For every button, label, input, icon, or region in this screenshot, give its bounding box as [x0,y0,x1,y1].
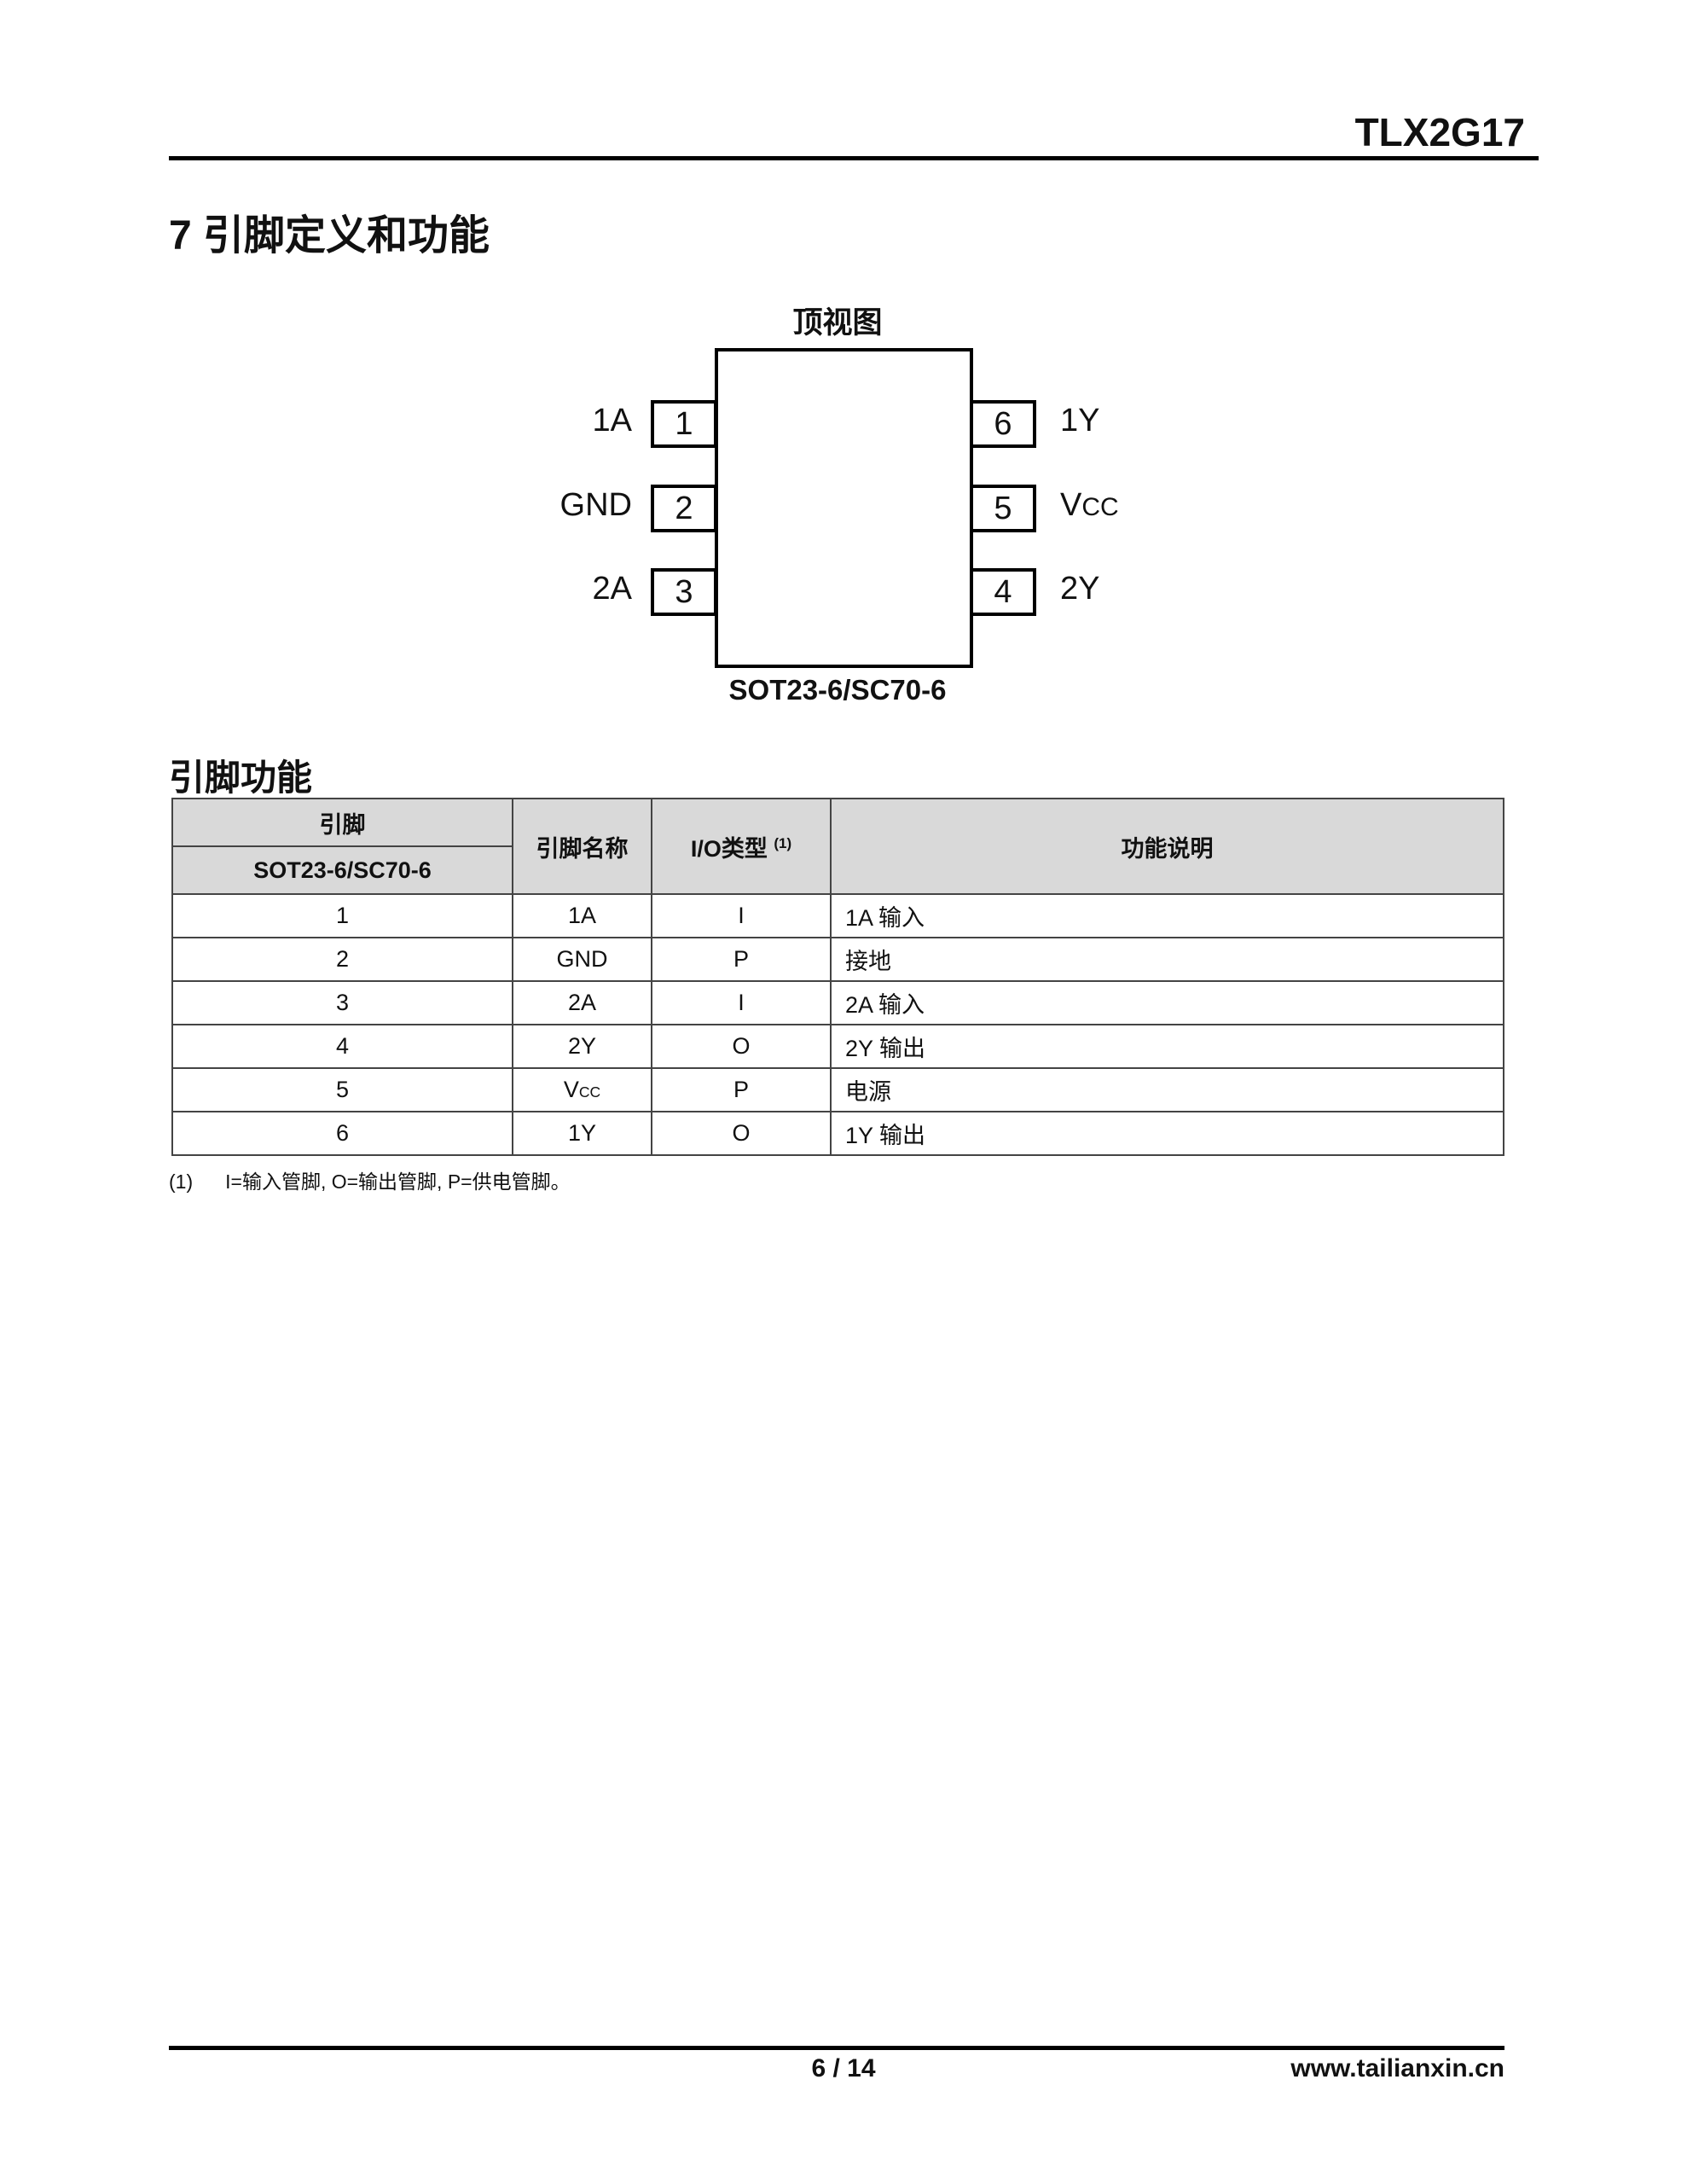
pin-label-1a: 1A [592,403,632,439]
pin-label-gnd: GND [559,487,632,523]
cell-pin: 3 [171,980,513,1025]
header-desc: 功能说明 [830,798,1504,895]
pin-box-5: 5 [970,485,1036,532]
cell-name: GND [512,937,652,982]
header-pin: 引脚 [171,798,513,847]
header-io-text: I/O类型 [690,835,768,862]
footnote-text: I=输入管脚, O=输出管脚, P=供电管脚。 [225,1170,571,1193]
pin-name: 1A [567,903,597,928]
pin-function-table: 引脚 引脚名称 I/O类型 (1) 功能说明 SOT23-6/SC70-6 1 … [171,798,1504,1156]
pin-name: V [1060,487,1082,523]
table-row: 2 GND P 接地 [171,937,1504,982]
pin-label-2y: 2Y [1060,571,1100,607]
pin-box-3: 3 [651,568,717,616]
cell-pin: 5 [171,1067,513,1112]
header-io: I/O类型 (1) [651,798,832,895]
cell-io: I [651,893,832,938]
pin-label-2a: 2A [592,571,632,607]
cell-desc: 电源 [830,1067,1504,1112]
package-label: SOT23-6/SC70-6 [728,674,947,706]
pin-name: 2A [567,990,597,1015]
pin-label-vcc: VCC [1060,487,1119,524]
pin-subscript: CC [1081,493,1119,521]
pin-name: GND [556,946,608,972]
table-row: 1 1A I 1A 输入 [171,893,1504,938]
page-number: 6 / 14 [811,2054,876,2082]
cell-pin: 2 [171,937,513,982]
cell-name: 2A [512,980,652,1025]
cell-name: VCC [512,1067,652,1112]
pin-name: V [563,1077,579,1102]
chip-body [715,348,973,668]
pin-box-6: 6 [970,400,1036,448]
cell-io: O [651,1111,832,1156]
header-package: SOT23-6/SC70-6 [171,845,513,895]
cell-pin: 6 [171,1111,513,1156]
footnote-ref: (1) [774,834,792,851]
cell-desc: 1A 输入 [830,893,1504,938]
cell-io: I [651,980,832,1025]
cell-io: P [651,1067,832,1112]
footer-divider [169,2046,1504,2050]
cell-pin: 1 [171,893,513,938]
header-title: TLX2G17 [1354,110,1525,154]
cell-io: O [651,1024,832,1069]
cell-name: 2Y [512,1024,652,1069]
cell-io: P [651,937,832,982]
pin-name: 1Y [1060,403,1100,439]
cell-desc: 2Y 输出 [830,1024,1504,1069]
table-row: 5 VCC P 电源 [171,1067,1504,1112]
table-row: 3 2A I 2A 输入 [171,980,1504,1025]
pin-box-1: 1 [651,400,717,448]
cell-pin: 4 [171,1024,513,1069]
cell-name: 1Y [512,1111,652,1156]
table-row: 4 2Y O 2Y 输出 [171,1024,1504,1069]
header-divider [169,156,1539,160]
pin-box-2: 2 [651,485,717,532]
pin-name: 2Y [567,1033,597,1059]
cell-name: 1A [512,893,652,938]
header-name: 引脚名称 [512,798,652,895]
pin-label-1y: 1Y [1060,403,1099,439]
website-link[interactable]: www.tailianxin.cn [1290,2054,1504,2082]
top-view-label: 顶视图 [792,306,883,340]
pin-box-4: 4 [970,568,1036,616]
pin-name: 1Y [567,1120,597,1146]
cell-desc: 2A 输入 [830,980,1504,1025]
cell-desc: 接地 [830,937,1504,982]
cell-desc: 1Y 输出 [830,1111,1504,1156]
pin-subscript: CC [578,1083,601,1101]
pin-function-title: 引脚功能 [169,758,313,798]
section-title: 7 引脚定义和功能 [169,213,490,258]
table-footnote: (1) I=输入管脚, O=输出管脚, P=供电管脚。 [169,1165,571,1194]
footnote-mark: (1) [169,1170,194,1193]
table-row: 6 1Y O 1Y 输出 [171,1111,1504,1156]
